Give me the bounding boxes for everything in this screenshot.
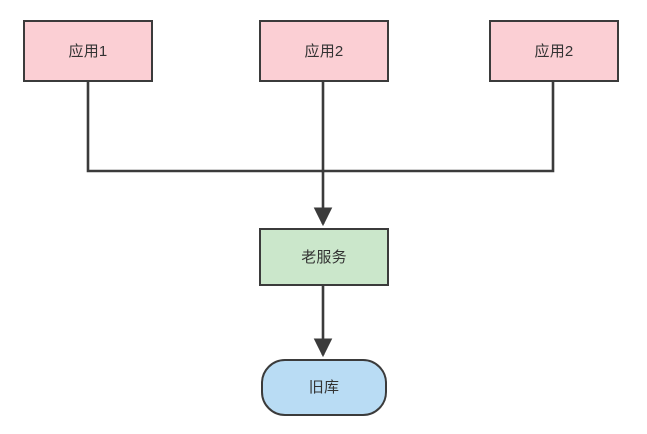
edge-app1-oldservice xyxy=(86,80,325,173)
node-app2-label: 应用2 xyxy=(304,42,344,60)
node-old-service[interactable]: 老服务 xyxy=(259,228,389,286)
node-app2[interactable]: 应用2 xyxy=(259,20,389,82)
node-app1[interactable]: 应用1 xyxy=(23,20,153,82)
node-old-database-label: 旧库 xyxy=(308,379,340,396)
edge-app3-oldservice xyxy=(321,80,555,173)
node-app3-label: 应用2 xyxy=(534,42,574,60)
node-old-service-label: 老服务 xyxy=(301,248,347,266)
node-app3[interactable]: 应用2 xyxy=(489,20,619,82)
node-app1-label: 应用1 xyxy=(68,42,108,60)
node-old-database[interactable]: 旧库 xyxy=(261,359,387,416)
